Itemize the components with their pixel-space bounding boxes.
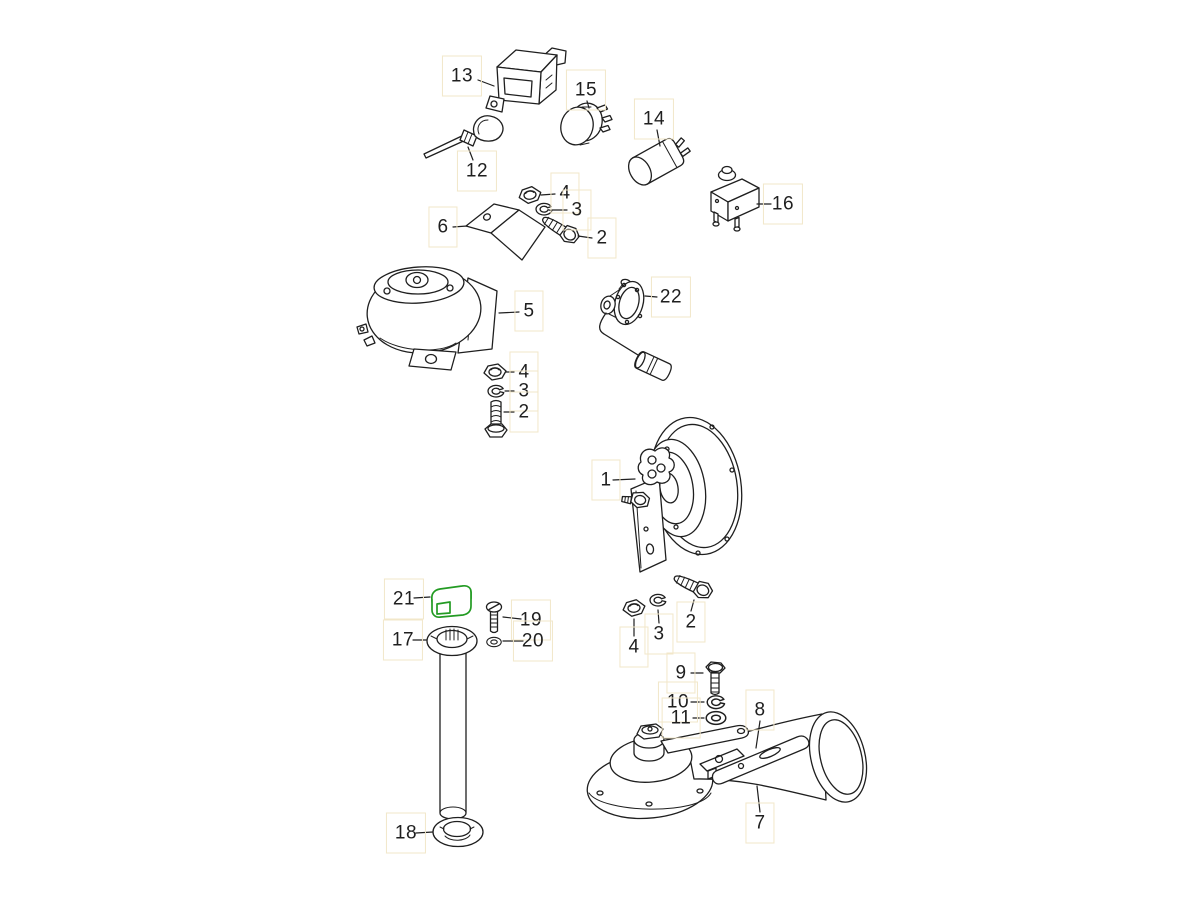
part-3-lock-washer[interactable] bbox=[487, 384, 505, 398]
part-11-flat-washer[interactable] bbox=[705, 710, 727, 726]
part-4-nut[interactable] bbox=[621, 598, 647, 618]
callout-2a[interactable]: 2 bbox=[587, 217, 617, 259]
callout-13[interactable]: 13 bbox=[441, 55, 483, 97]
part-10-lock-washer[interactable] bbox=[706, 695, 726, 710]
callout-1[interactable]: 1 bbox=[591, 459, 621, 501]
callout-7[interactable]: 7 bbox=[745, 802, 775, 844]
part-17-fuel-level-tube[interactable] bbox=[426, 625, 478, 820]
callout-4c[interactable]: 4 bbox=[619, 626, 649, 668]
part-16-micro-switch[interactable] bbox=[710, 165, 760, 232]
part-18-seal-ring[interactable] bbox=[432, 816, 484, 848]
part-4-nut[interactable] bbox=[483, 363, 507, 381]
part-4-nut[interactable] bbox=[517, 184, 543, 206]
part-6-bracket[interactable] bbox=[465, 203, 546, 261]
callout-9[interactable]: 9 bbox=[666, 652, 696, 694]
callout-20[interactable]: 20 bbox=[512, 620, 554, 662]
callout-4a[interactable]: 4 bbox=[550, 172, 580, 214]
part-3-lock-washer[interactable] bbox=[649, 593, 667, 607]
part-19-screw[interactable] bbox=[485, 601, 503, 634]
callout-3c[interactable]: 3 bbox=[644, 613, 674, 655]
callout-2c[interactable]: 2 bbox=[676, 601, 706, 643]
callout-6[interactable]: 6 bbox=[428, 206, 458, 248]
callout-12[interactable]: 12 bbox=[456, 150, 498, 192]
part-3-lock-washer[interactable] bbox=[535, 202, 553, 216]
callout-17[interactable]: 17 bbox=[382, 619, 424, 661]
part-12-cable[interactable] bbox=[423, 115, 504, 159]
callout-22[interactable]: 22 bbox=[650, 276, 692, 318]
part-1-disc-horn[interactable] bbox=[621, 411, 751, 573]
part-9-bolt[interactable] bbox=[705, 661, 726, 696]
callout-3a[interactable]: 3 bbox=[562, 189, 592, 231]
callout-5[interactable]: 5 bbox=[514, 290, 544, 332]
part-13-relay[interactable] bbox=[485, 47, 567, 113]
callout-8[interactable]: 8 bbox=[745, 689, 775, 731]
callout-14[interactable]: 14 bbox=[633, 98, 675, 140]
callout-19[interactable]: 19 bbox=[510, 599, 552, 641]
leader-lines bbox=[412, 79, 772, 834]
part-2-bolt[interactable] bbox=[484, 399, 508, 438]
part-15-switch[interactable] bbox=[557, 100, 613, 149]
part-20-washer[interactable] bbox=[486, 636, 502, 648]
part-21-cap-highlighted[interactable] bbox=[430, 584, 472, 619]
callout-10[interactable]: 10 bbox=[657, 681, 699, 723]
part-22-level-sender[interactable] bbox=[599, 278, 673, 382]
callout-21[interactable]: 21 bbox=[383, 578, 425, 620]
callout-2b[interactable]: 2 bbox=[509, 391, 539, 433]
part-2-bolt[interactable] bbox=[670, 568, 716, 603]
callout-11[interactable]: 11 bbox=[661, 697, 701, 739]
part-8-mounting-bracket[interactable] bbox=[711, 735, 810, 785]
part-14-condenser[interactable] bbox=[624, 132, 694, 189]
callout-15[interactable]: 15 bbox=[565, 69, 607, 111]
callout-16[interactable]: 16 bbox=[762, 183, 804, 225]
callout-3b[interactable]: 3 bbox=[509, 370, 539, 412]
part-5-fanfare-horn[interactable] bbox=[356, 263, 498, 371]
callout-18[interactable]: 18 bbox=[385, 812, 427, 854]
